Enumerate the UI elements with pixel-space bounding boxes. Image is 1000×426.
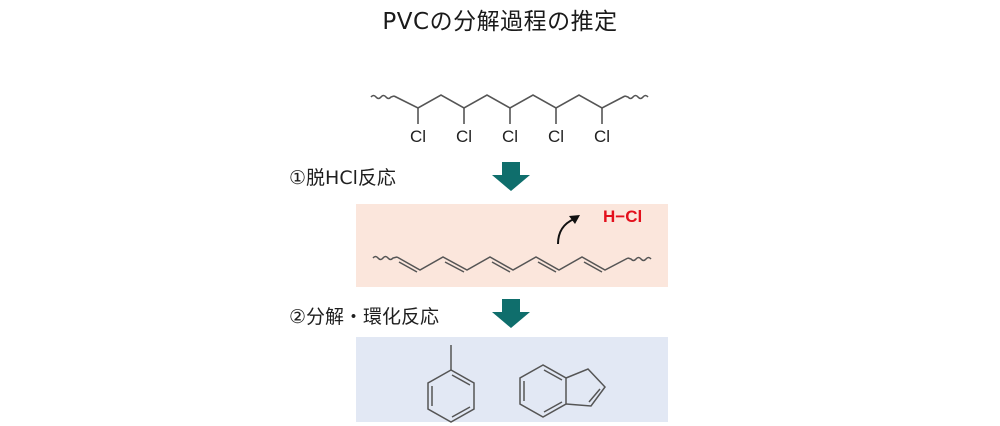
toluene-structure <box>427 345 475 423</box>
polyene-backbone <box>396 256 629 271</box>
hcl-label: H−Cl <box>603 207 642 226</box>
step-2-label: ②分解・環化反応 <box>289 306 440 328</box>
diagram-title: PVCの分解過程の推定 <box>382 9 618 35</box>
wavy-end-left <box>370 94 395 100</box>
cl-label: Cl <box>548 127 564 146</box>
wavy-end-right <box>627 256 652 262</box>
cl-label: Cl <box>456 127 472 146</box>
pvc-structure <box>370 94 649 124</box>
indene-structure <box>519 364 606 418</box>
wavy-end-right <box>624 94 649 100</box>
products-box <box>356 337 668 422</box>
step-1-label: ①脱HCl反応 <box>289 167 396 189</box>
down-arrow-icon <box>492 162 530 191</box>
curved-arrow-head <box>569 215 580 224</box>
chlorine-labels: Cl Cl Cl Cl Cl <box>410 127 610 146</box>
wavy-end-left <box>372 255 398 261</box>
polyene-box <box>356 204 668 287</box>
polyene-structure <box>372 255 652 273</box>
curved-arrow-icon <box>557 218 575 245</box>
pvc-backbone <box>393 94 626 109</box>
cl-label: Cl <box>594 127 610 146</box>
down-arrow-icon <box>492 299 530 328</box>
cl-label: Cl <box>502 127 518 146</box>
cl-label: Cl <box>410 127 426 146</box>
double-bond-lines <box>398 261 603 273</box>
